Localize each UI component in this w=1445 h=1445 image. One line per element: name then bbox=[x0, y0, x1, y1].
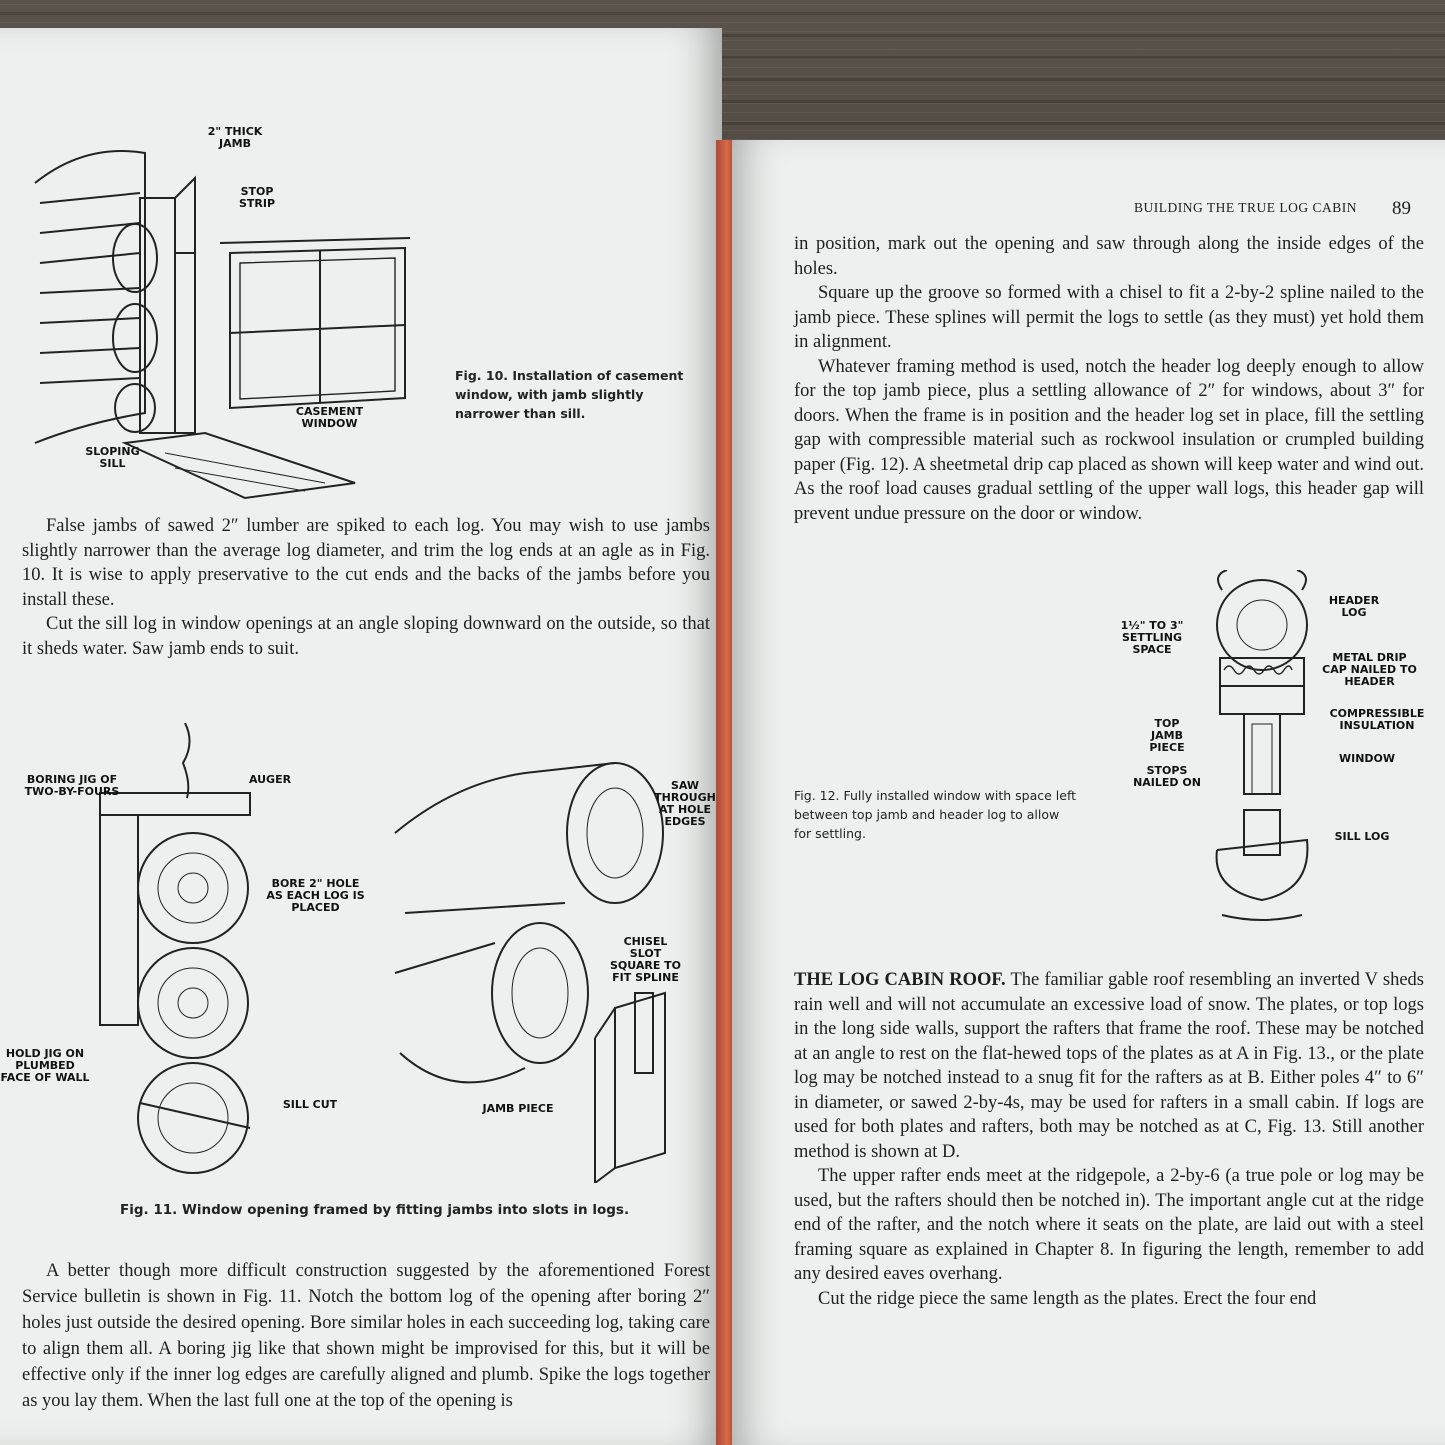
right-paragraphs-top: in position, mark out the opening and sa… bbox=[794, 234, 1424, 524]
fig10-caption: Fig. 10. Installation of casement window… bbox=[455, 368, 684, 421]
left-page: 2" THICK JAMB STOP STRIP CASEMENT WINDOW… bbox=[0, 28, 722, 1445]
fig12-label-stops: STOPS NAILED ON bbox=[1133, 764, 1201, 789]
fig12-caption: Fig. 12. Fully installed window with spa… bbox=[794, 788, 1077, 841]
fig12-label-insulation: COMPRESSIBLE INSULATION bbox=[1329, 707, 1425, 732]
fig11-label-jamb-piece: JAMB PIECE bbox=[482, 1102, 554, 1115]
page-number: 89 bbox=[1392, 198, 1411, 219]
fig12-label-window: WINDOW bbox=[1338, 752, 1396, 765]
fig11-label-boring-jig: BORING JIG OF TWO-BY-FOURS bbox=[24, 773, 120, 798]
fig11-label-saw-through: SAW THROUGH AT HOLE EDGES bbox=[654, 779, 716, 828]
fig11-label-chisel-slot: CHISEL SLOT SQUARE TO FIT SPLINE bbox=[609, 935, 682, 984]
right-paragraphs-bottom: THE LOG CABIN ROOF. The familiar gable r… bbox=[794, 970, 1424, 1309]
fig11-boring-jig-drawing bbox=[99, 723, 666, 1183]
fig10-label-stop-strip: STOP STRIP bbox=[238, 185, 276, 210]
fig10-casement-window-drawing bbox=[34, 150, 411, 500]
left-paragraph-3: A better though more difficult construct… bbox=[22, 1261, 710, 1411]
fig11-caption: Fig. 11. Window opening framed by fittin… bbox=[120, 1202, 630, 1218]
fig12-label-drip-cap: METAL DRIP CAP NAILED TO HEADER bbox=[1322, 651, 1417, 688]
fig12-installed-window-drawing bbox=[1215, 570, 1309, 921]
fig11-label-bore-hole: BORE 2" HOLE AS EACH LOG IS PLACED bbox=[266, 877, 365, 914]
fig11-label-hold-jig: HOLD JIG ON PLUMBED FACE OF WALL bbox=[0, 1047, 90, 1084]
fig12-label-settling-space: 1½" TO 3" SETTLING SPACE bbox=[1120, 619, 1184, 656]
fig12-label-top-jamb: TOP JAMB PIECE bbox=[1149, 717, 1185, 754]
section-title: THE LOG CABIN ROOF. bbox=[794, 970, 1006, 990]
right-page: BUILDING THE TRUE LOG CABIN 89 in positi… bbox=[732, 140, 1445, 1445]
fig10-label-jamb: 2" THICK JAMB bbox=[207, 125, 263, 150]
fig10-label-casement-window: CASEMENT WINDOW bbox=[295, 405, 364, 430]
running-header: BUILDING THE TRUE LOG CABIN bbox=[1134, 200, 1357, 215]
fig10-label-sloping-sill: SLOPING SILL bbox=[85, 445, 140, 470]
fig12-label-sill-log: SILL LOG bbox=[1334, 830, 1390, 843]
fig12-label-header-log: HEADER LOG bbox=[1328, 594, 1380, 619]
fig11-label-auger: AUGER bbox=[248, 773, 292, 786]
fig11-label-sill-cut: SILL CUT bbox=[282, 1098, 338, 1111]
left-paragraph-1: False jambs of sawed 2″ lumber are spike… bbox=[22, 516, 710, 659]
